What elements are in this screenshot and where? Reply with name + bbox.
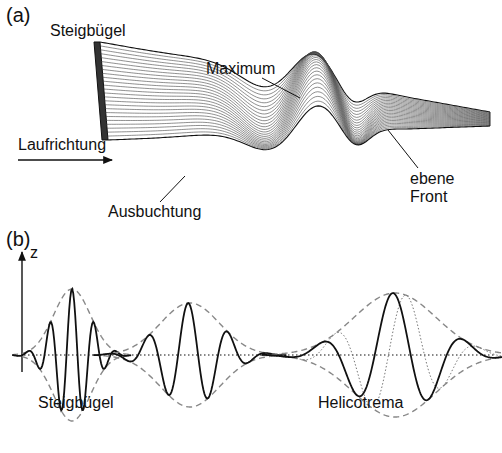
envelope [12,355,131,421]
wave [262,293,502,400]
later-wave [262,295,502,407]
part-label: Ausbuchtung [108,203,201,221]
wave [93,303,286,398]
part-label: Maximum [206,60,275,78]
wave [12,289,131,410]
leader-line [262,78,300,98]
surface-line [108,106,490,150]
envelope [93,303,286,355]
part-label: ebene Front [410,170,470,205]
envelope [262,355,502,417]
direction-label: Laufrichtung [18,136,106,154]
panel-label: (b) [6,228,30,250]
panel-label: (a) [6,4,30,26]
part-label: Steigbügel [38,394,114,412]
direction-arrow [18,159,112,160]
surface-line [106,79,490,143]
stapes-edge [94,42,108,140]
surface-line [105,68,490,140]
surface-line [102,52,490,118]
surface-line [107,92,490,147]
leader-line [388,130,418,168]
leader-line [160,176,185,202]
part-label: Steigbügel [50,22,126,40]
envelope [12,289,131,355]
surface-line [106,83,490,145]
waveforms [12,289,502,421]
basilar-membrane-surface [94,42,490,150]
surface-line [107,87,490,145]
part-label: Helicotrema [318,394,403,412]
surface-line [108,101,490,149]
envelope [93,355,286,407]
axis-label: z [30,244,38,262]
surface-edge [490,112,491,126]
surface-line [106,75,490,142]
